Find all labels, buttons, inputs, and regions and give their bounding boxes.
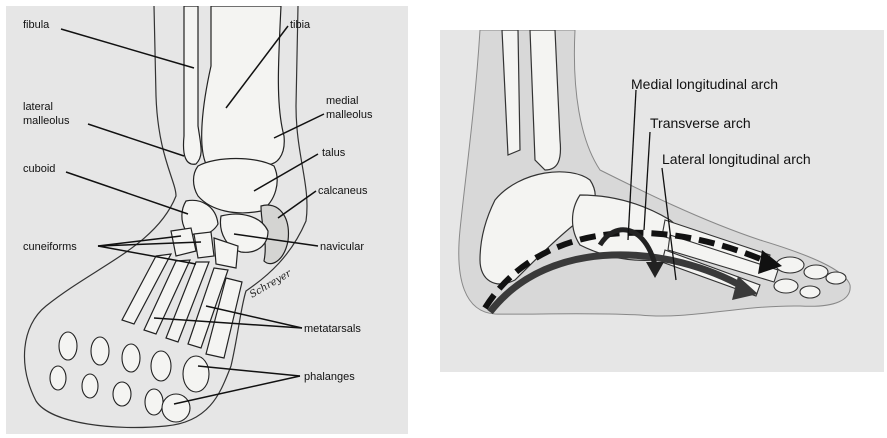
label-lateral-malleolus-line1: lateral: [23, 101, 53, 113]
foot-skeleton-dorsal-figure: fibula tibia lateral malleolus medial ma…: [6, 6, 408, 434]
label-cuboid: cuboid: [23, 163, 55, 175]
label-lateral-longitudinal-arch: Lateral longitudinal arch: [662, 151, 811, 167]
label-medial-malleolus-line1: medial: [326, 95, 358, 107]
label-transverse-arch: Transverse arch: [650, 115, 751, 131]
label-tibia: tibia: [290, 19, 311, 31]
foot-arches-illustration: Medial longitudinal arch Transverse arch…: [440, 30, 884, 372]
label-calcaneus: calcaneus: [318, 185, 368, 197]
label-fibula: fibula: [23, 19, 50, 31]
tibia-bone-side: [530, 30, 560, 170]
fibula-bone: [184, 6, 202, 164]
metatarsal-bones: [122, 254, 242, 358]
label-talus: talus: [322, 147, 346, 159]
label-medial-longitudinal-arch: Medial longitudinal arch: [631, 76, 778, 92]
label-navicular: navicular: [320, 241, 364, 253]
label-cuneiforms: cuneiforms: [23, 241, 77, 253]
phalanx-bones: [50, 332, 209, 422]
label-phalanges: phalanges: [304, 371, 355, 383]
label-lateral-malleolus-line2: malleolus: [23, 115, 70, 127]
label-medial-malleolus-line2: malleolus: [326, 109, 373, 121]
foot-arches-figure: Medial longitudinal arch Transverse arch…: [440, 30, 884, 372]
label-metatarsals: metatarsals: [304, 323, 361, 335]
foot-skeleton-illustration: fibula tibia lateral malleolus medial ma…: [6, 6, 408, 434]
